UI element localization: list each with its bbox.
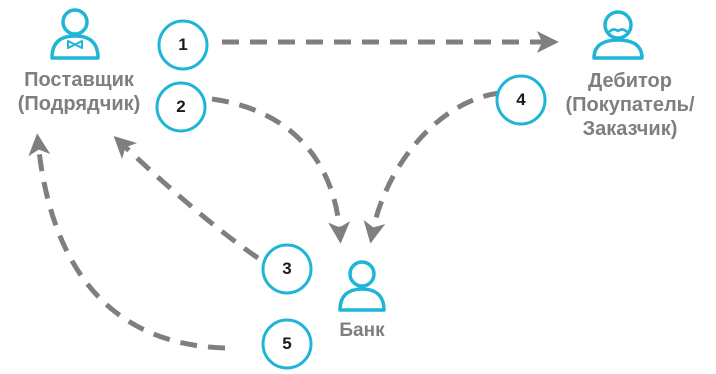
debtor-label-line2: (Покупатель/ bbox=[565, 94, 695, 116]
arrow-2 bbox=[211, 96, 351, 244]
step-5-number: 5 bbox=[282, 334, 292, 353]
step-4-circle bbox=[495, 74, 547, 126]
step-4-number: 4 bbox=[516, 90, 526, 109]
step-2-number: 2 bbox=[176, 97, 186, 116]
person-mustache-icon bbox=[592, 10, 644, 60]
arrow-5 bbox=[28, 133, 226, 351]
arrow-4 bbox=[363, 90, 501, 244]
supplier-label: Поставщик (Подрядчик) bbox=[0, 68, 158, 116]
supplier-label-line1: Поставщик bbox=[24, 69, 134, 91]
arrow-3 bbox=[113, 135, 260, 261]
person-icon bbox=[338, 260, 386, 312]
step-1-number: 1 bbox=[178, 35, 188, 54]
debtor-label: Дебитор (Покупатель/ Заказчик) bbox=[550, 69, 710, 141]
step-5-circle bbox=[261, 318, 313, 370]
step-3-number: 3 bbox=[282, 259, 292, 278]
step-1-circle bbox=[157, 19, 209, 71]
step-2-circle bbox=[155, 81, 207, 133]
debtor-label-line3: Заказчик) bbox=[582, 118, 678, 140]
bank-label: Банк bbox=[339, 320, 385, 341]
debtor-label-line1: Дебитор bbox=[588, 70, 672, 92]
supplier-label-line2: (Подрядчик) bbox=[17, 93, 141, 115]
step-3-circle bbox=[261, 243, 313, 295]
person-bowtie-icon bbox=[50, 8, 100, 60]
